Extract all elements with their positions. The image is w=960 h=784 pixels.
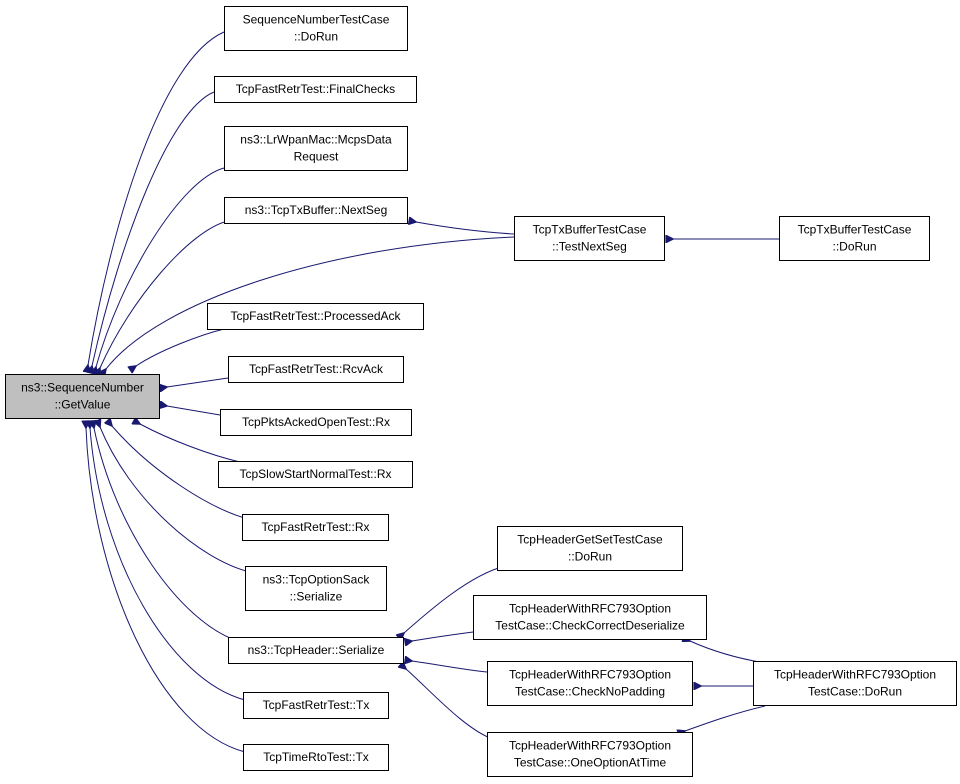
edge-optionsack_serialize-to-root xyxy=(100,427,251,573)
node-seqnum-dorun[interactable]: SequenceNumberTestCase::DoRun xyxy=(224,6,408,51)
node-label-line: TcpFastRetrTest::Rx xyxy=(261,520,369,534)
node-box xyxy=(753,661,957,706)
node-box xyxy=(218,461,413,488)
node-label-line: TcpTxBufferTestCase xyxy=(533,223,647,237)
node-box xyxy=(224,197,408,224)
node-box xyxy=(497,526,683,571)
node-label-line: ns3::TcpTxBuffer::NextSeg xyxy=(245,203,388,217)
edge-fastretr_rcvack-to-root xyxy=(167,377,229,387)
node-box xyxy=(207,303,424,330)
node-headergetset-dorun[interactable]: TcpHeaderGetSetTestCase::DoRun xyxy=(497,526,683,571)
node-root[interactable]: ns3::SequenceNumber::GetValue xyxy=(5,374,160,419)
node-label-line: TcpFastRetrTest::Tx xyxy=(263,698,370,712)
edge-pktsacked_rx-to-root xyxy=(167,406,221,416)
edge-slowstart_rx-to-root xyxy=(140,424,241,463)
edge-rfc793_oneoption-to-tcpheader_serialize xyxy=(406,669,496,741)
node-label-line: TestCase::CheckCorrectDeserialize xyxy=(495,619,685,633)
node-label-line: TestCase::DoRun xyxy=(808,685,902,699)
node-box xyxy=(214,76,417,103)
node-label-line: TestCase::CheckNoPadding xyxy=(515,685,665,699)
node-pktsacked-rx[interactable]: TcpPktsAckedOpenTest::Rx xyxy=(220,409,412,436)
edge-seqnum_dorun-to-root xyxy=(88,31,225,365)
edge-headergetset_dorun-to-tcpheader_serialize xyxy=(404,565,506,633)
edge-timerto_tx-to-root xyxy=(86,428,246,753)
node-fastretr-processedack[interactable]: TcpFastRetrTest::ProcessedAck xyxy=(207,303,424,330)
node-label-line: ::GetValue xyxy=(55,398,111,412)
node-label-line: TcpPktsAckedOpenTest::Rx xyxy=(242,415,390,429)
node-box xyxy=(5,374,160,419)
node-label-line: TcpHeaderWithRFC793Option xyxy=(774,668,936,682)
node-timerto-tx[interactable]: TcpTimeRtoTest::Tx xyxy=(243,744,389,771)
node-label-line: TcpFastRetrTest::RcvAck xyxy=(249,362,384,376)
node-box xyxy=(487,661,693,706)
node-box xyxy=(224,6,408,51)
node-label-line: TcpSlowStartNormalTest::Rx xyxy=(239,467,391,481)
node-label-line: ns3::TcpOptionSack xyxy=(263,573,371,587)
node-box xyxy=(245,566,387,611)
node-box xyxy=(514,216,665,261)
node-label-line: TcpHeaderWithRFC793Option xyxy=(509,668,671,682)
node-tcpheader-serialize[interactable]: ns3::TcpHeader::Serialize xyxy=(228,637,404,664)
edge-rfc793_checknopadding-to-tcpheader_serialize xyxy=(412,661,488,673)
edge-txbuffertest_testnextseg-to-txbuffer_nextseg xyxy=(416,222,515,235)
node-txbuffer-nextseg[interactable]: ns3::TcpTxBuffer::NextSeg xyxy=(224,197,408,224)
node-txbuffertest-testnextseg[interactable]: TcpTxBufferTestCase::TestNextSeg xyxy=(514,216,665,261)
node-label-line: ::Serialize xyxy=(290,590,343,604)
edge-fastretr_tx-to-root xyxy=(90,428,246,701)
node-fastretr-rx[interactable]: TcpFastRetrTest::Rx xyxy=(242,514,389,541)
node-box xyxy=(487,732,693,777)
node-fastretr-rcvack[interactable]: TcpFastRetrTest::RcvAck xyxy=(228,356,404,383)
node-label-line: TestCase::OneOptionAtTime xyxy=(514,756,667,770)
edge-fastretr_finalchecks-to-root xyxy=(92,91,215,366)
node-label-line: TcpHeaderWithRFC793Option xyxy=(509,739,671,753)
node-label-line: Request xyxy=(294,150,339,164)
node-box xyxy=(224,126,408,171)
edge-rfc793_checkcorrect-to-tcpheader_serialize xyxy=(412,631,474,641)
node-box xyxy=(242,514,389,541)
node-box xyxy=(473,595,707,640)
node-label-line: SequenceNumberTestCase xyxy=(243,13,390,27)
edge-txbuffer_nextseg-to-root xyxy=(100,220,229,368)
edge-fastretr_processedack-to-root xyxy=(136,328,225,366)
node-rfc793-oneoption[interactable]: TcpHeaderWithRFC793OptionTestCase::OneOp… xyxy=(487,732,693,777)
node-box xyxy=(243,692,389,719)
node-label-line: TcpFastRetrTest::ProcessedAck xyxy=(230,309,401,323)
node-optionsack-serialize[interactable]: ns3::TcpOptionSack::Serialize xyxy=(245,566,387,611)
node-box xyxy=(243,744,389,771)
node-box xyxy=(779,216,930,261)
node-label-line: TcpTxBufferTestCase xyxy=(798,223,912,237)
node-label-line: TcpHeaderGetSetTestCase xyxy=(517,533,663,547)
edges-layer xyxy=(86,31,779,753)
node-label-line: TcpHeaderWithRFC793Option xyxy=(509,602,671,616)
node-label-line: ::DoRun xyxy=(832,240,876,254)
edge-txbuffertest_testnextseg-to-root xyxy=(106,236,515,369)
edge-lrwpan_mcps-to-root xyxy=(96,167,225,367)
node-rfc793-checknopadding[interactable]: TcpHeaderWithRFC793OptionTestCase::Check… xyxy=(487,661,693,706)
edge-rfc793_dorun-to-rfc793_oneoption xyxy=(685,705,766,731)
node-label-line: TcpFastRetrTest::FinalChecks xyxy=(236,82,395,96)
node-rfc793-checkcorrect[interactable]: TcpHeaderWithRFC793OptionTestCase::Check… xyxy=(473,595,707,640)
node-label-line: TcpTimeRtoTest::Tx xyxy=(263,750,369,764)
node-label-line: ns3::TcpHeader::Serialize xyxy=(248,643,385,657)
edge-rfc793_dorun-to-rfc793_checkcorrect xyxy=(690,641,766,664)
node-txbuffertest-dorun[interactable]: TcpTxBufferTestCase::DoRun xyxy=(779,216,930,261)
node-box xyxy=(228,637,404,664)
node-label-line: ::DoRun xyxy=(294,30,338,44)
node-slowstart-rx[interactable]: TcpSlowStartNormalTest::Rx xyxy=(218,461,413,488)
node-fastretr-tx[interactable]: TcpFastRetrTest::Tx xyxy=(243,692,389,719)
node-box xyxy=(220,409,412,436)
edge-fastretr_rx-to-root xyxy=(112,426,253,521)
edge-tcpheader_serialize-to-root xyxy=(94,428,236,641)
node-label-line: ::TestNextSeg xyxy=(552,240,627,254)
node-label-line: ns3::LrWpanMac::McpsData xyxy=(240,133,392,147)
nodes-layer: ns3::SequenceNumber::GetValue SequenceNum… xyxy=(5,6,957,777)
node-box xyxy=(228,356,404,383)
node-label-line: ns3::SequenceNumber xyxy=(21,381,144,395)
node-label-line: ::DoRun xyxy=(568,550,612,564)
node-fastretr-finalchecks[interactable]: TcpFastRetrTest::FinalChecks xyxy=(214,76,417,103)
